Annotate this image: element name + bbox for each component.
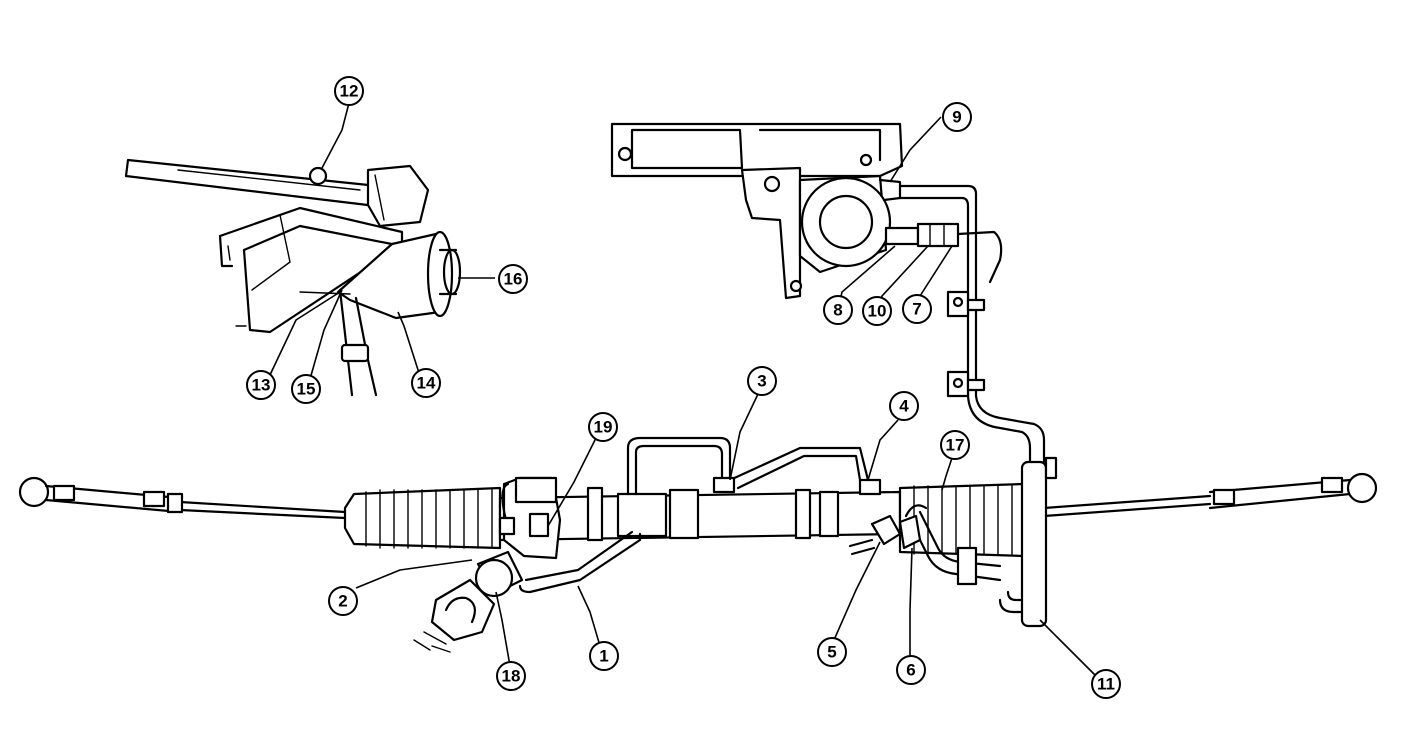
callout-13-label: 13	[252, 376, 271, 395]
callout-17: 17	[940, 430, 970, 460]
pump-bracket-assembly	[610, 122, 960, 300]
callout-10-label: 10	[868, 302, 887, 321]
callout-14: 14	[411, 368, 441, 398]
callout-10: 10	[862, 296, 892, 326]
callout-5-label: 5	[827, 643, 836, 662]
callout-3: 3	[747, 366, 777, 396]
callout-15-label: 15	[297, 380, 316, 399]
callout-19: 19	[588, 412, 618, 442]
callout-8-label: 8	[833, 301, 842, 320]
callout-1: 1	[589, 641, 619, 671]
callout-9: 9	[942, 102, 972, 132]
callout-18-label: 18	[502, 667, 521, 686]
callout-3-label: 3	[757, 372, 766, 391]
callout-6: 6	[896, 655, 926, 685]
callout-1-label: 1	[599, 647, 608, 666]
callout-19-label: 19	[594, 418, 613, 437]
callout-7: 7	[902, 294, 932, 324]
callout-16: 16	[498, 264, 528, 294]
callout-4: 4	[889, 391, 919, 421]
callout-11: 11	[1091, 669, 1121, 699]
callout-15: 15	[291, 374, 321, 404]
callout-9-label: 9	[952, 108, 961, 127]
callout-12: 12	[334, 76, 364, 106]
callout-4-label: 4	[899, 397, 909, 416]
pressure-line	[898, 184, 1046, 464]
callout-5: 5	[817, 637, 847, 667]
callout-7-label: 7	[912, 300, 921, 319]
callout-16-label: 16	[504, 270, 523, 289]
callout-18: 18	[496, 661, 526, 691]
callout-2: 2	[328, 586, 358, 616]
callout-2-label: 2	[338, 592, 347, 611]
callout-6-label: 6	[906, 661, 915, 680]
callout-14-label: 14	[417, 374, 436, 393]
callout-13: 13	[246, 370, 276, 400]
rack-assembly	[18, 436, 1378, 653]
callout-17-label: 17	[946, 436, 965, 455]
callout-8: 8	[823, 295, 853, 325]
callout-11-label: 11	[1097, 675, 1115, 694]
callout-12-label: 12	[340, 82, 359, 101]
reservoir-inset	[124, 158, 462, 397]
